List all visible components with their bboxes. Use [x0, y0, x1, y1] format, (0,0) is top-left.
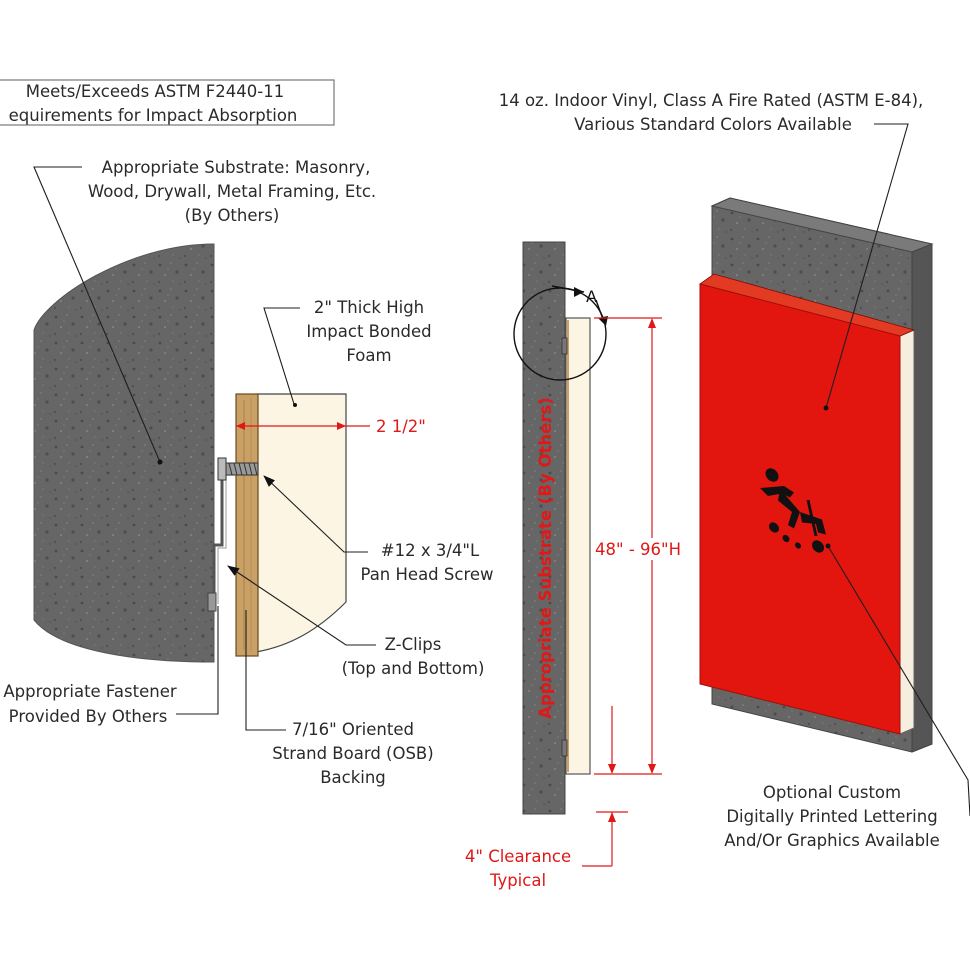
detail-marker: A [586, 287, 597, 306]
wall-pad-iso-side [899, 329, 915, 735]
zclip-leader [227, 565, 376, 646]
substrate-vertical-label: Appropriate Substrate (By Others) [536, 397, 555, 719]
fastener-leader [176, 606, 219, 715]
foam-label-3: Foam [346, 346, 391, 365]
zclip-label-1: Z-Clips [385, 635, 442, 654]
screw-leader [263, 475, 368, 553]
fastener-label-1: Appropriate Fastener [3, 682, 176, 701]
astm-line-2: equirements for Impact Absorption [9, 106, 298, 125]
red-vinyl-face [699, 283, 901, 735]
z-clip [212, 468, 236, 604]
foam-label-2: Impact Bonded [306, 322, 431, 341]
astm-callout: Meets/Exceeds ASTM F2440-11 equirements … [0, 79, 335, 126]
osb-leader [245, 610, 286, 731]
osb-backing [235, 393, 259, 657]
height-range-label: 48" - 96"H [595, 540, 681, 559]
foam-block [255, 393, 347, 653]
substrate-wall-side [522, 241, 566, 815]
clearance-label-1: 4" Clearance [465, 847, 571, 866]
foam-label-1: 2" Thick High [314, 298, 424, 317]
sports-figure-icon [760, 468, 826, 553]
zclip-label-2: (Top and Bottom) [342, 659, 485, 678]
wall-pad-side [565, 317, 591, 775]
masonry-substrate [33, 243, 215, 663]
substrate-label-1: Appropriate Substrate: Masonry, [102, 158, 371, 177]
bottom-clip-side [561, 739, 568, 757]
vinyl-label-1: 14 oz. Indoor Vinyl, Class A Fire Rated … [499, 91, 924, 110]
custom-leader [827, 545, 970, 817]
substrate-leader [33, 166, 161, 463]
osb-label-1: 7/16" Oriented [292, 720, 414, 739]
substrate-label-2: Wood, Drywall, Metal Framing, Etc. [88, 182, 376, 201]
osb-label-2: Strand Board (OSB) [272, 744, 433, 763]
osb-label-3: Backing [320, 768, 386, 787]
custom-label-2: Digitally Printed Lettering [726, 807, 937, 826]
fastener [207, 592, 217, 612]
vinyl-leader [825, 123, 909, 409]
vinyl-label-2: Various Standard Colors Available [574, 115, 852, 134]
astm-line-1: Meets/Exceeds ASTM F2440-11 [26, 82, 285, 101]
top-clip-side [561, 337, 568, 355]
thickness-label: 2 1/2" [376, 417, 426, 436]
foam-leader [263, 307, 300, 405]
substrate-label-3: (By Others) [185, 206, 280, 225]
pan-head-screw [217, 457, 259, 481]
custom-label-1: Optional Custom [763, 783, 901, 802]
astm-box [0, 79, 335, 126]
fastener-label-2: Provided By Others [9, 707, 168, 726]
screw-label-1: #12 x 3/4"L [381, 541, 480, 560]
clearance-label-2: Typical [489, 871, 546, 890]
custom-label-3: And/Or Graphics Available [724, 831, 940, 850]
screw-label-2: Pan Head Screw [360, 565, 493, 584]
